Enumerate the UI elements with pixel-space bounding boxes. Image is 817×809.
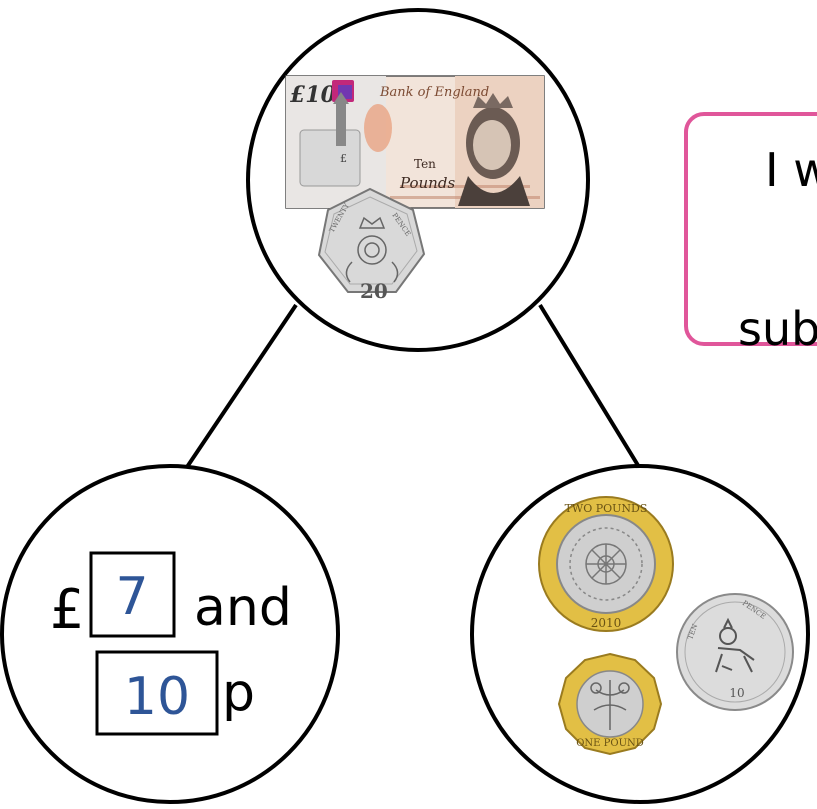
coin-10p-number: 10 (729, 686, 744, 700)
two-pound-year: 2010 (591, 616, 622, 630)
note-pound-symbol: £ (340, 152, 347, 165)
one-pound-bottom-text: ONE POUND (576, 738, 644, 749)
pence-answer-box[interactable] (95, 650, 219, 736)
pence-answer-value: 10 (124, 667, 190, 727)
floral-emblem-icon (590, 680, 630, 730)
pounds-answer-value: 7 (115, 567, 148, 627)
ornate-pattern-icon (585, 543, 627, 585)
note-ten-text: Ten (414, 157, 436, 171)
two-pound-top-text: TWO POUNDS (565, 502, 648, 515)
bank-name: Bank of England (379, 85, 489, 100)
speech-box (684, 112, 817, 346)
note-pounds-text: Pounds (399, 174, 455, 192)
portrait-background-icon (364, 104, 392, 152)
window-icon (299, 92, 361, 187)
queen-portrait-icon (458, 93, 530, 206)
speech-line-2: sub (738, 302, 817, 356)
twenty-pence-coin: 20 TWENTY PENCE (317, 187, 426, 303)
ten-pence-coin: 10 TEN PENCE (676, 593, 794, 711)
and-text: and (194, 578, 292, 638)
lion-icon (715, 617, 755, 673)
connector-left (185, 303, 298, 469)
connector-right (538, 303, 641, 469)
pound-symbol: £ (50, 578, 84, 641)
p-text: p (222, 663, 255, 723)
coin-20p-number: 20 (360, 279, 388, 303)
two-pound-coin: TWO POUNDS 2010 (538, 496, 674, 632)
one-pound-coin: ONE POUND (557, 652, 663, 756)
pounds-answer-box[interactable] (89, 551, 176, 638)
ten-pound-note: £10 Bank of England Ten Pounds £ (285, 75, 545, 209)
note-value: £10 (290, 82, 337, 108)
speech-line-1: I w (765, 143, 817, 197)
tudor-rose-crown-icon (345, 216, 399, 283)
